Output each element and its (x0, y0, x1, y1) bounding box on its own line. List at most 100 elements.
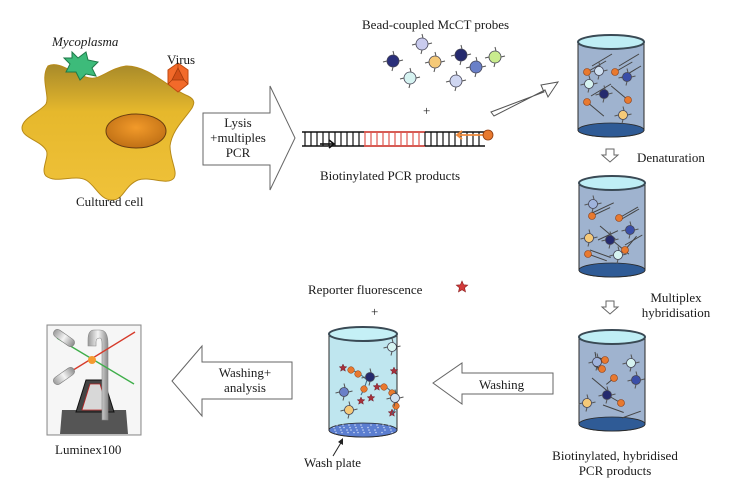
plate-dot (349, 426, 351, 429)
bead (382, 50, 404, 72)
biotin-bead (360, 385, 368, 393)
multiplex-hyb-label: Multiplex hybridisation (636, 290, 716, 320)
biotinylated-pcr-label: Biotinylated PCR products (320, 168, 461, 183)
washing-label: Washing (479, 377, 525, 392)
lysis-arrow-label: Lysis +multiples PCR (208, 115, 268, 160)
biotin-strand (606, 374, 618, 385)
plate-dot (377, 426, 379, 429)
bead (386, 389, 404, 407)
to-cylinder-arrow (490, 81, 560, 117)
bead (399, 67, 421, 89)
wash-plate-label: Wash plate (304, 455, 362, 470)
plate-dot (348, 424, 350, 426)
ds-strand (590, 83, 612, 97)
biotin-strand (584, 250, 607, 262)
reporter-star-icon (455, 280, 469, 293)
plate-dot (362, 429, 364, 431)
cylinder-bottom (578, 416, 646, 432)
reporter-star (338, 363, 348, 372)
plate-dot (375, 431, 377, 434)
multiplex-line-2: hybridisation (641, 305, 711, 320)
ss-strand (602, 404, 624, 413)
reporter-label: Reporter fluorescence (308, 282, 423, 297)
plate-dot (343, 426, 345, 429)
bead (614, 106, 632, 124)
nucleus (105, 113, 167, 149)
cylinder-bottom (577, 122, 645, 138)
bead (595, 85, 613, 103)
bead (580, 229, 598, 247)
cylinder-mixing (577, 34, 645, 138)
lysis-pcr-arrow (202, 85, 296, 191)
bead (609, 246, 627, 264)
mycoplasma-label: Mycoplasma (52, 34, 119, 49)
plate-dot (340, 429, 342, 431)
reporter-star (356, 396, 366, 405)
bead (601, 231, 619, 249)
plate-dot (354, 424, 356, 426)
washing-analysis-label: Washing+ analysis (200, 365, 290, 395)
bead-probes-label: Bead-coupled McCT probes (362, 17, 510, 32)
biotin-strand (615, 206, 639, 222)
biotin-strand (583, 98, 605, 117)
plate-dot (390, 429, 392, 431)
ds-strand (618, 53, 640, 67)
plate-dot (332, 424, 334, 426)
ss-strand (597, 230, 619, 241)
biotin-label (482, 129, 494, 141)
cylinder-wash-plate (328, 326, 404, 438)
bead (618, 68, 636, 86)
biotin-bead (354, 370, 362, 378)
pcr-product-dna (302, 129, 494, 149)
plate-dot (383, 426, 385, 429)
cylinder-top (578, 175, 646, 191)
luminex-label: Luminex100 (55, 442, 122, 457)
plate-dot (335, 431, 337, 434)
biotin-strand (610, 396, 625, 407)
plate-dot (369, 431, 371, 434)
bead (621, 221, 639, 239)
ss-strand (591, 202, 614, 214)
plus-top: + (423, 103, 431, 118)
bead (584, 195, 602, 213)
biotin-strand (594, 365, 606, 373)
down-arrow-hybridisation (600, 300, 620, 315)
bead-probes-cluster (382, 33, 506, 92)
cylinder-top (578, 329, 646, 345)
ss-strand (621, 410, 641, 419)
plate-dot (356, 429, 358, 431)
washing-analysis-arrow (171, 344, 293, 418)
bead (450, 44, 472, 66)
bead (445, 70, 467, 92)
reporter-star (387, 408, 397, 417)
bead (588, 353, 606, 371)
bead (598, 386, 616, 404)
plate-dot (363, 431, 365, 434)
plate-dot (374, 429, 376, 431)
virus-label: Virus (167, 52, 196, 67)
plate-dot (357, 431, 359, 434)
plate-dot (336, 424, 338, 426)
washing-arrow (432, 362, 554, 405)
luminex-instrument-image (46, 324, 142, 436)
mycoplasma-icon (62, 50, 100, 81)
multiplex-line-1: Multiplex (650, 290, 702, 305)
bead (361, 368, 379, 386)
hybridised-products-label: Biotinylated, hybridised PCR products (540, 448, 690, 478)
biotin-strand (597, 356, 609, 364)
reporter-star (366, 393, 376, 402)
ss-strand (591, 377, 610, 393)
washing-analysis-line-1: Washing+ (218, 365, 272, 380)
bead (590, 62, 608, 80)
plate-dot (355, 426, 357, 429)
virus-icon (167, 62, 189, 93)
cultured-cell-label: Cultured cell (76, 194, 144, 209)
bead (578, 394, 596, 412)
bead (465, 56, 487, 78)
biotin-strand (611, 61, 633, 76)
reverse-primer-head (455, 130, 463, 140)
down-arrow-denaturation (600, 148, 620, 163)
reporter-star (389, 366, 399, 375)
plate-dot (368, 429, 370, 431)
cylinder-denatured (578, 175, 646, 278)
